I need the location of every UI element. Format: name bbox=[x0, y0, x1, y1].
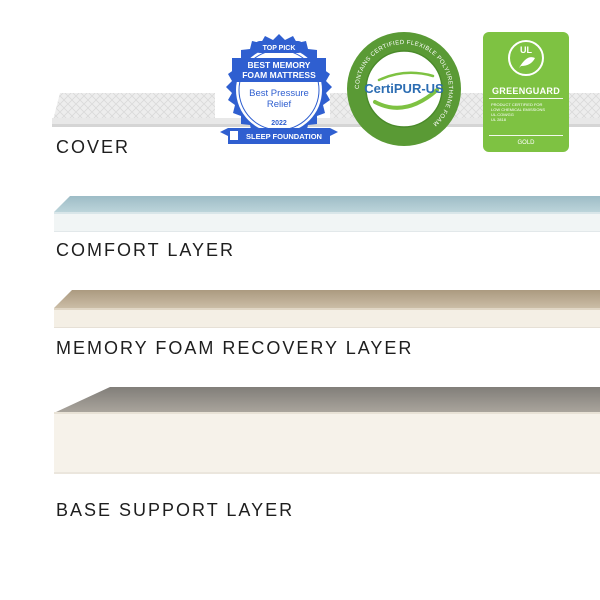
base-support-layer-label: BASE SUPPORT LAYER bbox=[56, 500, 295, 520]
greenguard-title: GREENGUARD bbox=[491, 86, 560, 96]
ul-mark: UL bbox=[520, 45, 532, 55]
certipur-us-badge: CONTAINS CERTIFIED FLEXIBLE POLYURETHANE… bbox=[345, 30, 463, 148]
greenguard-card: UL GREENGUARD PRODUCT CERTIFIED FOR LOW … bbox=[483, 32, 569, 152]
greenguard-line4: UL 2818 bbox=[491, 117, 506, 122]
greenguard-gold: GOLD bbox=[517, 140, 535, 146]
memory-foam-layer bbox=[54, 290, 600, 328]
comfort-layer-label: COMFORT LAYER bbox=[56, 240, 236, 260]
greenguard-line2: LOW CHEMICAL EMISSIONS bbox=[491, 107, 546, 112]
greenguard-line1: PRODUCT CERTIFIED FOR bbox=[491, 102, 543, 107]
top-pick-text: TOP PICK bbox=[263, 45, 296, 52]
cover-label: COVER bbox=[56, 137, 131, 157]
memory-foam-layer-label: MEMORY FOAM RECOVERY LAYER bbox=[56, 338, 414, 358]
greenguard-divider bbox=[489, 98, 563, 99]
badge-title-line2: FOAM MATTRESS bbox=[242, 70, 316, 80]
ul-leaf-icon: UL bbox=[508, 40, 544, 76]
badge-year: 2022 bbox=[271, 120, 287, 127]
greenguard-gold-divider bbox=[489, 135, 563, 136]
badge-org: SLEEP FOUNDATION bbox=[246, 132, 322, 141]
sleep-foundation-logo-icon bbox=[230, 131, 238, 140]
greenguard-line3: UL.COM/GG bbox=[491, 112, 514, 117]
greenguard-badge: UL GREENGUARD PRODUCT CERTIFIED FOR LOW … bbox=[483, 32, 569, 152]
badge-title-line1: BEST MEMORY bbox=[248, 60, 311, 70]
certipur-logo-text: CertiPUR-US bbox=[364, 81, 444, 96]
sleep-foundation-badge: TOP PICK BEST MEMORY FOAM MATTRESS Best … bbox=[214, 30, 344, 155]
badge-subtitle-line2: Relief bbox=[267, 99, 292, 110]
badge-subtitle-line1: Best Pressure bbox=[249, 88, 309, 99]
comfort-layer bbox=[54, 196, 600, 232]
base-support-layer bbox=[54, 387, 600, 474]
